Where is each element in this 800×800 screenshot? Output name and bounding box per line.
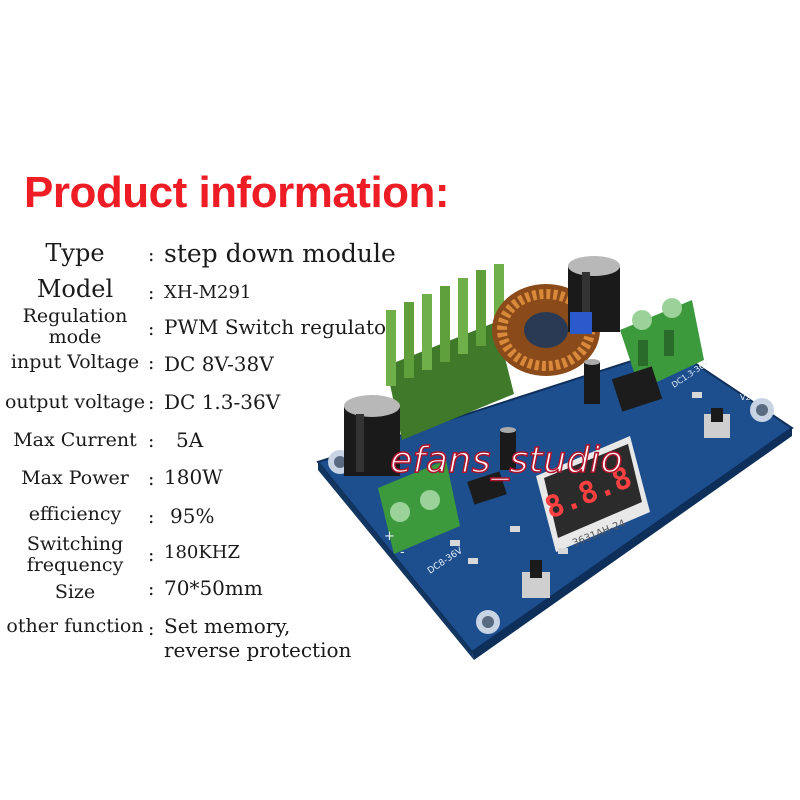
spec-label-max-current: Max Current [13,429,137,451]
spec-colon: : [148,578,155,600]
tactile-button [704,408,730,438]
electrolytic-capacitor [344,395,400,476]
spec-value-regulation: PWM Switch regulator [164,315,396,339]
page-title: Product information: [24,168,450,217]
spec-value-output-voltage: DC 1.3-36V [164,390,281,414]
electrolytic-capacitor [568,256,620,332]
spec-value-line: reverse protection [164,638,352,662]
spec-value-model: XH-M291 [164,282,252,303]
tactile-button [522,560,550,598]
spec-label-regulation: Regulation mode [0,306,150,348]
spec-value-input-voltage: DC 8V-38V [164,352,274,376]
spec-value-type: step down module [164,239,396,268]
spec-value-size: 70*50mm [164,576,263,600]
spec-label-line: mode [48,326,102,348]
spec-value-line: Set memory, [164,614,291,638]
led-display: 8.8.8 3631AH-24 [536,436,650,552]
spec-colon: : [148,244,155,266]
spec-colon: : [148,618,155,640]
spec-colon: : [148,318,155,340]
pcb-edge [318,462,474,660]
pcb-board: 8.8.8 3631AH-24 DC8-36V DC1.3-36V + - V2 [316,256,794,660]
spec-label-efficiency: efficiency [28,503,122,525]
spec-label-model: Model [36,275,114,303]
heatsink [386,264,514,440]
spec-value-max-current: 5A [176,428,204,452]
spec-colon: : [148,468,155,490]
spec-colon: : [148,544,155,566]
spec-value-switching-frequency: 180KHZ [164,542,241,563]
small-capacitor [500,427,516,470]
spec-value-efficiency: 95% [170,504,215,528]
spec-label-line: frequency [26,554,124,576]
small-capacitor [584,359,600,404]
trim-potentiometer [570,312,592,334]
mounting-hole [476,610,500,634]
smd-component [558,548,568,554]
smd-component [510,526,520,532]
spec-label-input-voltage: input Voltage [10,351,140,373]
module-illustration: 8.8.8 3631AH-24 DC8-36V DC1.3-36V + - V2 [300,250,800,670]
spec-value-other-function: Set memory, reverse protection [164,614,351,662]
spec-colon: : [148,282,155,304]
pcb-edge [472,428,792,660]
spec-label-size: Size [54,581,96,603]
silkscreen-plus: + [384,529,395,544]
input-terminal-block [378,460,460,554]
spec-label-max-power: Max Power [21,467,129,489]
smd-component [692,392,702,398]
spec-label-type: Type [45,239,105,267]
spec-label-line: Switching [26,533,124,555]
spec-label-output-voltage: output voltage [4,391,145,413]
smd-component [450,540,460,546]
spec-colon: : [148,506,155,528]
spec-label-switching-frequency: Switching frequency [0,534,150,576]
watermark-text: efans_studio [389,439,624,482]
silkscreen-label: V2 [740,393,751,402]
spec-colon: : [148,392,155,414]
spec-label-other-function: other function [6,615,144,637]
mounting-hole [750,398,774,422]
silkscreen-minus: - [400,545,405,560]
spec-label-line: Regulation [22,305,128,327]
smd-component [468,558,478,564]
spec-value-max-power: 180W [164,465,223,489]
regulator-chip [467,471,507,505]
output-terminal-block [620,298,704,390]
spec-colon: : [148,430,155,452]
regulator-chip [611,366,663,412]
spec-colon: : [148,352,155,374]
